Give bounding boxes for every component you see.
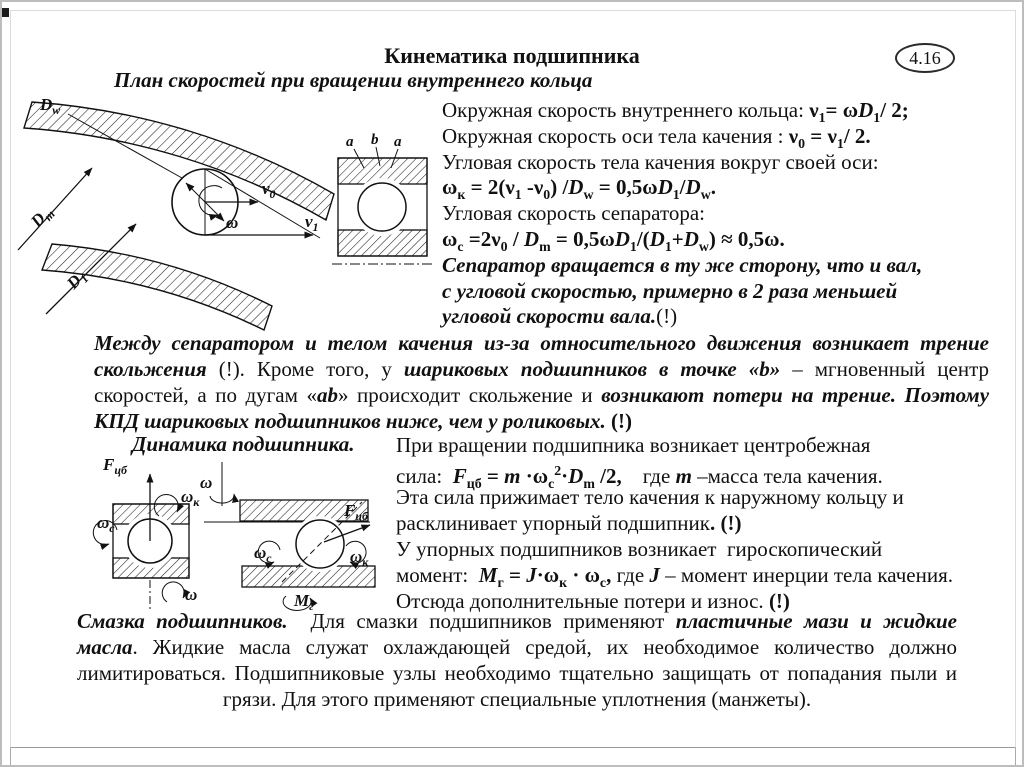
label-omega: ω: [200, 473, 212, 492]
d1-dimension-line: [45, 223, 137, 315]
lubrication-paragraph: Смазка подшипников. Для смазки подшипник…: [77, 609, 957, 711]
a-leader: [390, 148, 399, 169]
text-line: Угловая скорость тела качения вокруг сво…: [442, 149, 879, 174]
velocity-hypotenuse: [204, 168, 321, 239]
kinematics-text: Окружная скорость внутреннего кольца: ν1…: [442, 98, 1002, 330]
omega-arc: [198, 185, 223, 221]
corner-mark: [2, 8, 9, 17]
label-omega-c: ωс: [97, 513, 115, 535]
label-f-cb: Fцб: [102, 455, 128, 477]
label-a-right: a: [394, 134, 402, 150]
text-line: ωк = 2(ν1 -ν0) /Dw = 0,5ωD1/Dw.: [442, 175, 716, 203]
slide-number-badge: 4.16: [895, 43, 955, 73]
text-line: с угловой скоростью, примерно в 2 раза м…: [442, 278, 898, 303]
label-d-w: Dw: [39, 95, 61, 117]
omega-k-arc: [153, 494, 184, 517]
text-line: У упорных подшипников возникает гироскоп…: [396, 537, 883, 561]
omega-k-arc: [345, 540, 367, 570]
label-omega: ω: [185, 585, 197, 604]
dm-dimension-line: [17, 167, 93, 251]
dw-leader-line: [67, 113, 183, 179]
subtitle: План скоростей при вращении внутреннего …: [114, 68, 593, 92]
text-line: ωс =2ν0 / Dm = 0,5ωD1/(D1+Dw) ≈ 0,5ω.: [442, 226, 785, 255]
omega-arc: [161, 581, 191, 603]
upper-washer: [239, 499, 369, 522]
corner-mark: [1015, 748, 1016, 765]
text-line: Окружная скорость внутреннего кольца: ν1…: [442, 98, 909, 126]
text-line: Окружная скорость оси тела качения : ν0 …: [442, 123, 871, 151]
inner-ring-arc: [41, 243, 273, 331]
label-b: b: [371, 132, 379, 148]
label-omega: ω: [226, 213, 238, 232]
bearing-section-diagram: a b a: [332, 132, 433, 265]
centrifugal-force-arrow: [323, 524, 371, 543]
label-v1: v1: [305, 212, 319, 234]
dw-arrow: [185, 182, 206, 203]
label-v0: v0: [262, 179, 276, 201]
omega-c-arc: [257, 540, 281, 569]
corner-mark: [10, 748, 11, 765]
dw-arrow: [204, 201, 225, 222]
friction-paragraph: Между сепаратором и телом качения из-за …: [94, 331, 990, 433]
velocity-plan-diagram: Dw Dm D1 v0 v1 ω: [17, 95, 335, 331]
text-line: При вращении подшипника возникает центро…: [396, 433, 871, 457]
radial-bearing-diagram: Fцб ωк ωс ω: [92, 455, 200, 610]
label-omega-k: ωк: [181, 487, 200, 509]
label-a-left: a: [346, 134, 354, 150]
text-line: сила: Fцб = m ·ωс2·Dm /2, где m –масса т…: [396, 463, 883, 492]
section-outline: [337, 157, 428, 257]
text-line: момент: Mг = J·ωк · ωс, где J – момент и…: [396, 563, 954, 591]
gyro-moment-arc: [282, 595, 318, 611]
a-leader: [353, 148, 365, 169]
text-line: Эта сила прижимает тело качения к наружн…: [396, 485, 904, 509]
label-f-cb: Fцб: [343, 501, 369, 523]
text-line: Отсюда дополнительные потери и износ. (!…: [396, 589, 790, 613]
label-m-g: Mг: [293, 591, 314, 613]
gyro-axis-line: [281, 501, 363, 583]
label-d-m: Dm: [26, 202, 57, 234]
section-outline: [112, 503, 190, 579]
dynamics-heading: Динамика подшипника.: [132, 432, 355, 456]
text-line: угловой скорости вала.(!): [442, 304, 678, 329]
text-line: Угловая скорость сепаратора:: [442, 201, 706, 226]
omega-c-arc: [92, 520, 118, 550]
outer-ring-arc: [23, 101, 335, 222]
slide-title: Кинематика подшипника: [384, 43, 640, 68]
ball: [357, 182, 407, 232]
text-line: расклинивает упорный подшипник. (!): [396, 511, 742, 535]
dynamics-text: При вращении подшипника возникает центро…: [396, 432, 1001, 614]
thrust-bearing-diagram: ω Fцб ωк ωс Mг: [200, 462, 376, 613]
b-leader: [375, 146, 381, 167]
label-omega-c: ωс: [254, 543, 272, 565]
label-omega-k: ωк: [350, 547, 369, 569]
omega-arc: [209, 493, 239, 504]
text-line: Сепаратор вращается в ту же сторону, что…: [442, 252, 923, 277]
